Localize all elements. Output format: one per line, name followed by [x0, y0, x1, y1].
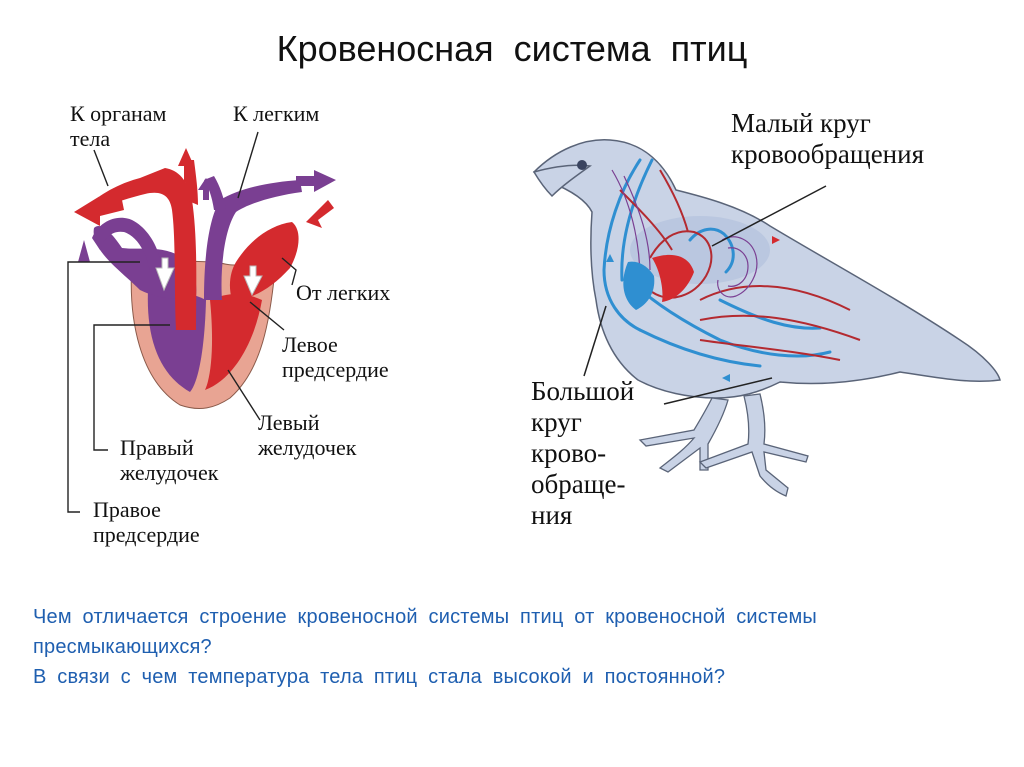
label-right-ventricle: Правый желудочек [120, 435, 219, 485]
arrow-from-lungs [306, 200, 334, 228]
label-systemic-circuit: Большой круг крово- обраще- ния [531, 376, 635, 530]
arrow-in-left [155, 257, 175, 292]
bird-leg-left [638, 397, 729, 473]
venous-vessels [602, 158, 832, 368]
slide-title: Кровеносная система птиц [276, 28, 748, 69]
label-to-lungs: К легким [233, 101, 320, 126]
heart-arrows [74, 148, 336, 297]
bird-eye [577, 160, 587, 170]
label-left-atrium: Левое предсердие [282, 332, 389, 382]
arrow-in-right [243, 265, 263, 297]
question-1: Чем отличается строение кровеносной сист… [33, 606, 817, 658]
right-atrium [93, 226, 197, 299]
bird-leader-lines [583, 185, 827, 405]
bird-arrows [606, 236, 780, 382]
arrow-up-purple [198, 178, 214, 200]
question-2: В связи с чем температура тела птиц стал… [33, 666, 726, 688]
bird-leg-right [698, 393, 809, 497]
heart-leader-lines [67, 131, 297, 513]
vena-cava [92, 217, 162, 272]
arrow-to-organs [74, 196, 124, 226]
label-from-lungs: От легких [296, 280, 391, 305]
bird-heart-blue [623, 261, 655, 310]
arrow-to-lungs [296, 170, 336, 192]
left-ventricle [205, 294, 262, 390]
pulmonary-trunk [204, 180, 302, 300]
bird-heart-red [652, 254, 694, 302]
label-left-ventricle: Левый желудочек [258, 410, 357, 460]
bird-beak [532, 164, 592, 198]
label-to-organs: К органам тела [70, 101, 167, 151]
arrow-purple-left [78, 240, 90, 262]
arrow-up-red [178, 148, 194, 182]
arterial-vessels [619, 169, 861, 361]
label-right-atrium: Правое предсердие [93, 497, 200, 547]
label-pulmonary-circuit: Малый круг кровообращения [731, 108, 924, 169]
